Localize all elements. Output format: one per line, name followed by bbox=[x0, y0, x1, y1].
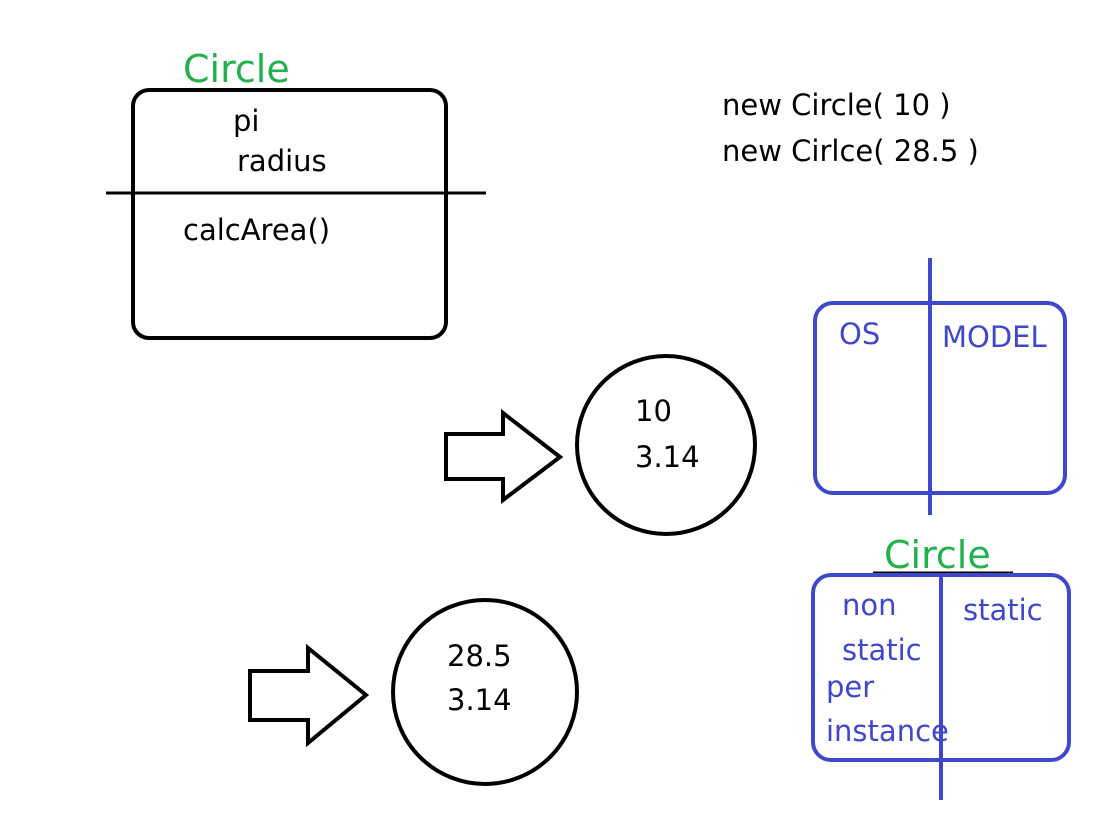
memory-label-os: OS bbox=[839, 317, 880, 351]
code-line-2: new Cirlce( 28.5 ) bbox=[722, 134, 979, 168]
class-title: Circle bbox=[183, 47, 290, 91]
circle-memory-left-line-1: non bbox=[842, 588, 897, 622]
circle-memory-left-line-4: instance bbox=[826, 714, 949, 748]
memory-label-model: MODEL bbox=[942, 320, 1047, 354]
right-arrow-icon bbox=[248, 643, 370, 748]
code-line-1: new Circle( 10 ) bbox=[722, 88, 951, 122]
instance-1: 10 3.14 bbox=[444, 354, 757, 536]
class-box-frame bbox=[131, 88, 448, 340]
right-arrow-icon bbox=[444, 408, 564, 505]
class-box: Circle pi radius calcArea() bbox=[106, 47, 486, 340]
circle-memory-box: Circle non static per instance static bbox=[811, 533, 1071, 800]
code-block: new Circle( 10 ) new Cirlce( 28.5 ) bbox=[722, 88, 979, 168]
circle-memory-title: Circle bbox=[884, 533, 991, 577]
circle-memory-left-line-3: per bbox=[826, 670, 874, 704]
instance-1-radius-value: 10 bbox=[635, 394, 672, 428]
class-field-pi: pi bbox=[233, 104, 259, 138]
instance-2: 28.5 3.14 bbox=[248, 598, 579, 786]
memory-box: OS MODEL bbox=[813, 258, 1067, 515]
instance-2-circle bbox=[391, 598, 579, 786]
instance-2-pi-value: 3.14 bbox=[447, 683, 512, 717]
instance-1-pi-value: 3.14 bbox=[635, 440, 700, 474]
instance-2-radius-value: 28.5 bbox=[447, 639, 512, 673]
instance-1-circle bbox=[575, 354, 757, 536]
memory-box-frame bbox=[813, 301, 1067, 495]
class-method-calcarea: calcArea() bbox=[183, 213, 330, 247]
circle-memory-right-label: static bbox=[963, 593, 1043, 627]
circle-memory-left-line-2: static bbox=[842, 633, 922, 667]
class-field-radius: radius bbox=[237, 144, 327, 178]
